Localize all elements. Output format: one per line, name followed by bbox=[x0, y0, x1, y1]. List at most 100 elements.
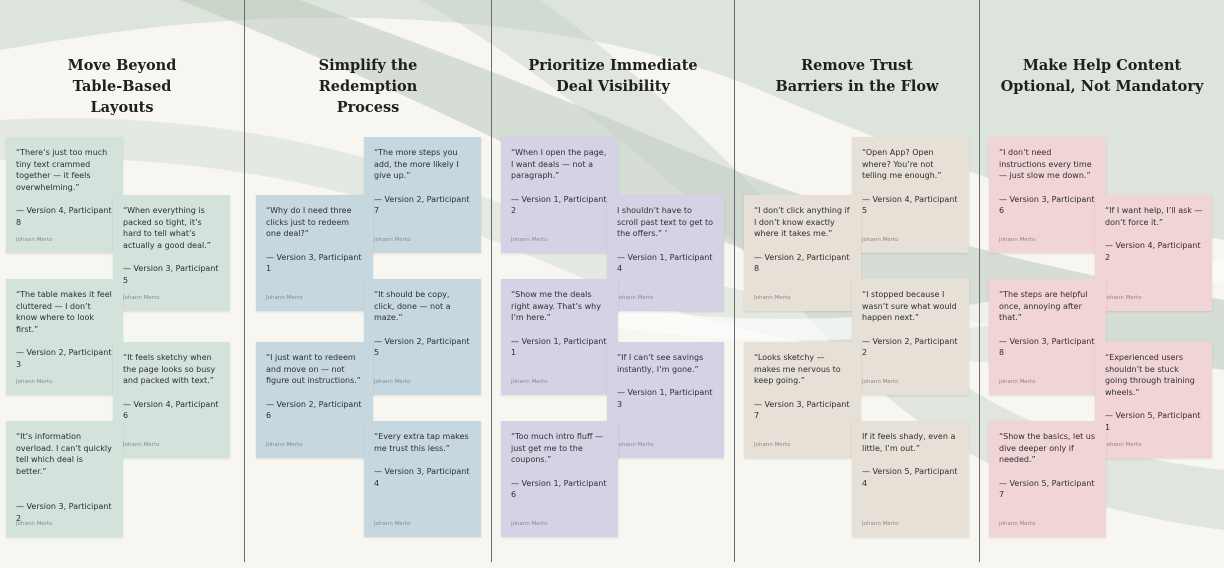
note-quote: “Open App? Open where? You’re not tellin… bbox=[862, 148, 942, 181]
note-author: Johann Merto bbox=[862, 521, 899, 527]
note-quote: “If I can’t see savings instantly, I’m g… bbox=[617, 353, 704, 374]
sticky-note[interactable]: “Looks sketchy — makes me nervous to kee… bbox=[744, 342, 861, 458]
note-participant: — Version 2, Participant 5 bbox=[374, 336, 470, 358]
sticky-note[interactable]: “I just want to redeem and move on — not… bbox=[256, 342, 373, 458]
sticky-note[interactable]: I shouldn’t have to scroll past text to … bbox=[607, 195, 724, 311]
note-author: Johann Merto bbox=[374, 379, 411, 385]
note-quote: “It’s information overload. I can’t quic… bbox=[16, 432, 112, 476]
sticky-note[interactable]: “When everything is packed so tight, it’… bbox=[113, 195, 230, 311]
column-title: Simplify the Redemption Process bbox=[318, 57, 418, 116]
sticky-note[interactable]: “Every extra tap makes me trust this les… bbox=[364, 421, 481, 537]
column-move-beyond-tables: Move Beyond Table-Based Layouts “There’s… bbox=[0, 0, 244, 568]
note-author: Johann Merto bbox=[266, 442, 303, 448]
note-author: Johann Merto bbox=[16, 521, 53, 527]
note-quote: “The steps are helpful once, annoying af… bbox=[999, 290, 1088, 323]
note-participant: — Version 4, Participant 5 bbox=[862, 194, 958, 216]
note-quote: “I don’t click anything if I don’t know … bbox=[754, 206, 850, 239]
note-participant: — Version 4, Participant 6 bbox=[123, 399, 219, 421]
note-author: Johann Merto bbox=[617, 295, 654, 301]
note-participant: — Version 2, Participant 7 bbox=[374, 194, 470, 216]
sticky-note[interactable]: “I don’t click anything if I don’t know … bbox=[744, 195, 861, 311]
note-quote: “If I want help, I’ll ask — don’t force … bbox=[1105, 206, 1203, 227]
note-quote: “It should be copy, click, done — not a … bbox=[374, 290, 451, 323]
note-participant: — Version 2, Participant 3 bbox=[16, 348, 112, 369]
sticky-note[interactable]: If it feels shady, even a little, I’m ou… bbox=[852, 421, 969, 537]
note-participant: — Version 1, Participant 2 bbox=[511, 194, 607, 216]
note-quote: “Show the basics, let us dive deeper onl… bbox=[999, 432, 1096, 465]
note-author: Johann Merto bbox=[862, 237, 899, 243]
note-participant: — Version 1, Participant 6 bbox=[511, 478, 607, 500]
note-author: Johann Merto bbox=[374, 521, 411, 527]
sticky-note[interactable]: “There’s just too much tiny text crammed… bbox=[6, 137, 123, 253]
note-quote: “There’s just too much tiny text crammed… bbox=[16, 148, 108, 192]
note-author: Johann Merto bbox=[999, 237, 1036, 243]
note-quote: I shouldn’t have to scroll past text to … bbox=[617, 206, 714, 239]
note-participant: — Version 5, Participant 4 bbox=[862, 467, 958, 488]
sticky-note[interactable]: “The table makes it feel cluttered — I d… bbox=[6, 279, 123, 395]
note-author: Johann Merto bbox=[862, 379, 899, 385]
note-quote: “The table makes it feel cluttered — I d… bbox=[16, 290, 112, 334]
column-title: Make Help Content Optional, Not Mandator… bbox=[1000, 57, 1204, 95]
note-author: Johann Merto bbox=[16, 379, 53, 385]
sticky-note[interactable]: “The steps are helpful once, annoying af… bbox=[989, 279, 1106, 395]
sticky-note[interactable]: “When I open the page, I want deals — no… bbox=[501, 137, 618, 253]
note-quote: “Too much intro fluff — just get me to t… bbox=[511, 432, 604, 465]
note-quote: “I don’t need instructions every time — … bbox=[999, 148, 1092, 181]
note-author: Johann Merto bbox=[511, 237, 548, 243]
sticky-note[interactable]: “If I want help, I’ll ask — don’t force … bbox=[1095, 195, 1212, 311]
note-quote: “Show me the deals right away. That’s wh… bbox=[511, 290, 601, 323]
column-trust-barriers: Remove Trust Barriers in the Flow “Open … bbox=[735, 0, 979, 568]
column-divider bbox=[979, 0, 980, 562]
note-participant: — Version 2, Participant 8 bbox=[754, 252, 850, 274]
sticky-note[interactable]: “It’s information overload. I can’t quic… bbox=[6, 421, 123, 537]
sticky-note[interactable]: “If I can’t see savings instantly, I’m g… bbox=[607, 342, 724, 458]
note-quote: “It feels sketchy when the page looks so… bbox=[123, 353, 216, 386]
note-participant: — Version 5, Participant 7 bbox=[999, 478, 1095, 500]
column-simplify-redemption: Simplify the Redemption Process “The mor… bbox=[245, 0, 491, 568]
note-participant: — Version 3, Participant 2 bbox=[16, 502, 112, 523]
note-quote: “Why do I need three clicks just to rede… bbox=[266, 206, 352, 239]
sticky-note[interactable]: “The more steps you add, the more likely… bbox=[364, 137, 481, 253]
note-quote: “When everything is packed so tight, it’… bbox=[123, 206, 211, 250]
sticky-note[interactable]: “Show me the deals right away. That’s wh… bbox=[501, 279, 618, 395]
sticky-note[interactable]: “Experienced users shouldn’t be stuck go… bbox=[1095, 342, 1212, 458]
note-participant: — Version 2, Participant 2 bbox=[862, 336, 958, 358]
sticky-note[interactable]: “Too much intro fluff — just get me to t… bbox=[501, 421, 618, 537]
column-title: Prioritize Immediate Deal Visibility bbox=[528, 57, 698, 95]
column-divider bbox=[734, 0, 735, 562]
column-help-content: Make Help Content Optional, Not Mandator… bbox=[980, 0, 1224, 568]
note-author: Johann Merto bbox=[999, 521, 1036, 527]
note-author: Johann Merto bbox=[16, 237, 53, 243]
note-author: Johann Merto bbox=[511, 521, 548, 527]
note-quote: “Every extra tap makes me trust this les… bbox=[374, 432, 469, 453]
note-participant: — Version 1, Participant 3 bbox=[617, 388, 713, 409]
column-title: Remove Trust Barriers in the Flow bbox=[775, 57, 939, 95]
note-author: Johann Merto bbox=[754, 295, 791, 301]
sticky-note[interactable]: “I stopped because I wasn’t sure what wo… bbox=[852, 279, 969, 395]
note-quote: If it feels shady, even a little, I’m ou… bbox=[862, 432, 956, 453]
note-author: Johann Merto bbox=[1105, 295, 1142, 301]
note-participant: — Version 3, Participant 6 bbox=[999, 194, 1095, 216]
note-participant: — Version 3, Participant 4 bbox=[374, 467, 470, 488]
sticky-note[interactable]: “Show the basics, let us dive deeper onl… bbox=[989, 421, 1106, 537]
sticky-note[interactable]: “Why do I need three clicks just to rede… bbox=[256, 195, 373, 311]
sticky-note[interactable]: “Open App? Open where? You’re not tellin… bbox=[852, 137, 969, 253]
note-author: Johann Merto bbox=[754, 442, 791, 448]
note-participant: — Version 1, Participant 1 bbox=[511, 336, 607, 358]
note-participant: — Version 1, Participant 4 bbox=[617, 252, 713, 274]
column-divider bbox=[491, 0, 492, 562]
sticky-note[interactable]: “It should be copy, click, done — not a … bbox=[364, 279, 481, 395]
note-author: Johann Merto bbox=[374, 237, 411, 243]
note-participant: — Version 3, Participant 5 bbox=[123, 264, 219, 285]
note-author: Johann Merto bbox=[123, 442, 160, 448]
note-participant: — Version 4, Participant 8 bbox=[16, 206, 112, 227]
note-quote: “Looks sketchy — makes me nervous to kee… bbox=[754, 353, 841, 386]
note-quote: “Experienced users shouldn’t be stuck go… bbox=[1105, 353, 1195, 397]
sticky-note[interactable]: “It feels sketchy when the page looks so… bbox=[113, 342, 230, 458]
note-author: Johann Merto bbox=[1105, 442, 1142, 448]
note-participant: — Version 3, Participant 8 bbox=[999, 336, 1095, 358]
sticky-note[interactable]: “I don’t need instructions every time — … bbox=[989, 137, 1106, 253]
note-participant: — Version 3, Participant 1 bbox=[266, 252, 362, 274]
note-author: Johann Merto bbox=[617, 442, 654, 448]
note-quote: “When I open the page, I want deals — no… bbox=[511, 148, 607, 181]
